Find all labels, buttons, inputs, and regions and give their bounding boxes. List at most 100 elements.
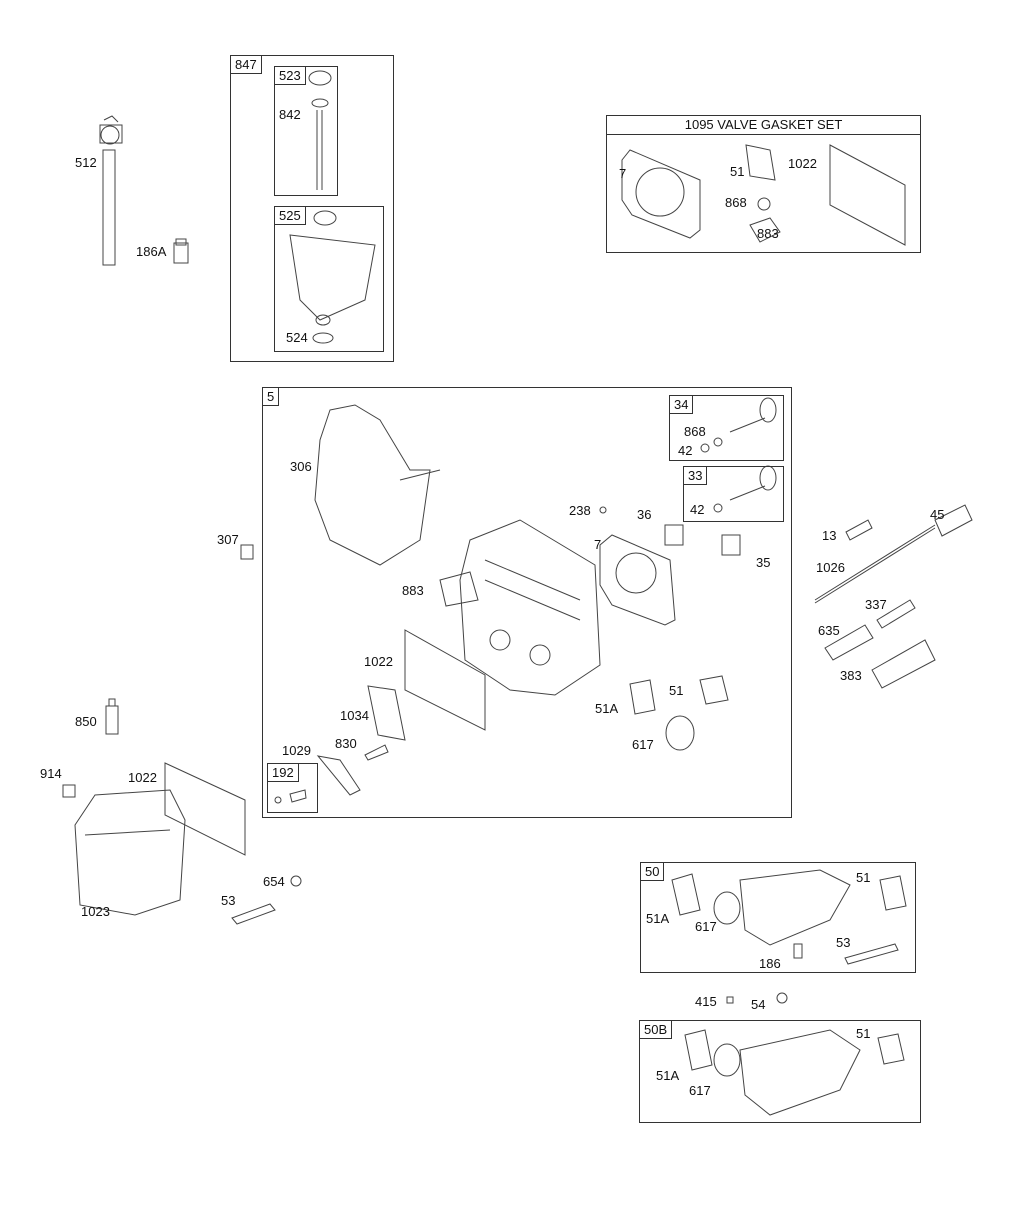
callout-1022-cover: 1022 — [128, 770, 157, 785]
screw-830 — [364, 744, 389, 761]
callout-654: 654 — [263, 874, 285, 889]
callout-54: 54 — [751, 997, 766, 1012]
callout-850: 850 — [75, 714, 97, 729]
nut-654 — [290, 875, 302, 887]
intake-manifold-50B — [684, 1029, 905, 1116]
part-238 — [599, 506, 607, 514]
box-523-tag: 523 — [275, 67, 306, 85]
gasket-883 — [439, 571, 479, 607]
screw-13 — [845, 519, 873, 541]
callout-51-50B: 51 — [856, 1026, 871, 1041]
dipstick-tube-512 — [99, 115, 123, 266]
pushrod-1026 — [814, 524, 936, 604]
callout-415: 415 — [695, 994, 717, 1009]
callout-13: 13 — [822, 528, 837, 543]
valve-34 — [700, 397, 777, 453]
callout-45: 45 — [930, 507, 945, 522]
box-50B-tag: 50B — [640, 1021, 673, 1039]
callout-51A-head: 51A — [595, 701, 619, 716]
box-50: 50 — [640, 862, 916, 973]
oring-617-center — [665, 715, 695, 751]
callout-383: 383 — [840, 668, 862, 683]
callout-186: 186 — [759, 956, 781, 971]
callout-238: 238 — [569, 503, 591, 518]
callout-51-set: 51 — [730, 164, 745, 179]
intake-manifold-50 — [671, 869, 907, 965]
stud-53 — [231, 903, 276, 925]
callout-35: 35 — [756, 555, 771, 570]
box-192: 192 — [267, 763, 318, 813]
callout-635: 635 — [818, 623, 840, 638]
cylinder-head — [459, 519, 601, 696]
gasket-51A-center — [629, 679, 656, 715]
callout-7-head: 7 — [594, 537, 602, 552]
box-50B: 50B — [639, 1020, 921, 1123]
callout-512: 512 — [75, 155, 97, 170]
box-34: 34 — [669, 395, 784, 461]
callout-1022-head: 1022 — [364, 654, 393, 669]
plate-1034 — [367, 685, 406, 741]
box-847-tag: 847 — [231, 56, 262, 74]
head-gasket-7 — [599, 534, 676, 626]
callout-51-50: 51 — [856, 870, 871, 885]
gasket-1022-left — [164, 762, 246, 856]
box-33: 33 — [683, 466, 784, 522]
callout-868-34: 868 — [684, 424, 706, 439]
part-383 — [871, 639, 936, 689]
box-5: 5 — [262, 387, 792, 818]
valve-gasket-set-title: 1095 VALVE GASKET SET — [607, 116, 920, 135]
callout-51A-50B: 51A — [656, 1068, 680, 1083]
callout-830: 830 — [335, 736, 357, 751]
box-523: 523 — [274, 66, 338, 196]
callout-36: 36 — [637, 507, 652, 522]
callout-617-head: 617 — [632, 737, 654, 752]
box-33-tag: 33 — [684, 467, 708, 485]
valve-cover-1023 — [74, 789, 186, 916]
callout-1023: 1023 — [81, 904, 110, 919]
callout-186A: 186A — [136, 244, 167, 259]
callout-524: 524 — [286, 330, 308, 345]
screw-914 — [62, 784, 76, 798]
callout-337: 337 — [865, 597, 887, 612]
parts-415-54 — [726, 992, 788, 1004]
box-5-tag: 5 — [263, 388, 280, 406]
box-192-tag: 192 — [268, 764, 299, 782]
callout-617-50: 617 — [695, 919, 717, 934]
part-635 — [824, 624, 874, 661]
box-847: 847 — [230, 55, 394, 362]
callout-53-50: 53 — [836, 935, 851, 950]
part-1029 — [316, 755, 361, 796]
callout-306: 306 — [290, 459, 312, 474]
sealant-850 — [105, 698, 119, 735]
callout-7-set: 7 — [619, 166, 627, 181]
callout-1034: 1034 — [340, 708, 369, 723]
bolt-307 — [240, 544, 254, 560]
callout-883-head: 883 — [402, 583, 424, 598]
plug-186A — [173, 238, 189, 264]
callout-307: 307 — [217, 532, 239, 547]
gasket-1022 — [404, 629, 486, 731]
callout-883-set: 883 — [757, 226, 779, 241]
box-50-tag: 50 — [641, 863, 665, 881]
callout-1022-set: 1022 — [788, 156, 817, 171]
box-valve-gasket-set: 1095 VALVE GASKET SET — [606, 115, 921, 253]
callout-51A-50: 51A — [646, 911, 670, 926]
callout-42-34: 42 — [678, 443, 693, 458]
callout-51-head: 51 — [669, 683, 684, 698]
kit-192-parts — [274, 789, 307, 804]
box-525-tag: 525 — [275, 207, 306, 225]
spring-36 — [664, 524, 684, 546]
part-45 — [934, 504, 973, 537]
dipstick-523 — [308, 70, 332, 190]
box-525: 525 — [274, 206, 384, 352]
box-34-tag: 34 — [670, 396, 694, 414]
callout-914: 914 — [40, 766, 62, 781]
callout-842: 842 — [279, 107, 301, 122]
spark-plug-337 — [876, 599, 916, 629]
gasket-51-center — [699, 675, 729, 705]
callout-1026: 1026 — [816, 560, 845, 575]
callout-53-cover: 53 — [221, 893, 236, 908]
shroud-306 — [314, 404, 441, 566]
callout-617-50B: 617 — [689, 1083, 711, 1098]
